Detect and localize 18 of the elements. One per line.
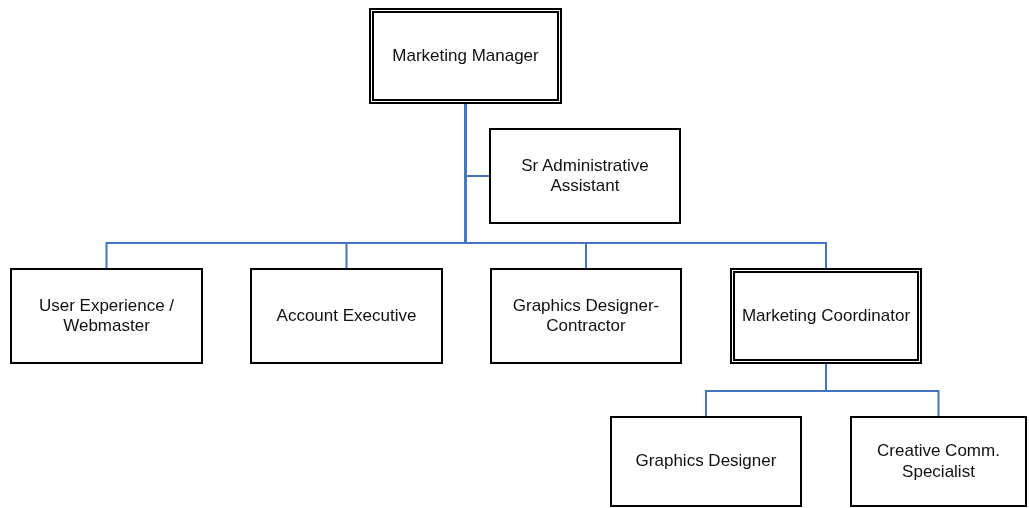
- job-title: Creative Comm. Specialist: [876, 441, 1001, 482]
- position-box: [850, 416, 1027, 507]
- job-title: Marketing Coordinator: [741, 305, 911, 327]
- position-box: [369, 8, 562, 104]
- job-title: Account Executive: [276, 305, 417, 327]
- position-box: [489, 128, 681, 224]
- job-title: Graphics Designer: [635, 451, 777, 472]
- job-title: Graphics Designer-Contractor: [511, 295, 661, 337]
- position-box: [730, 268, 922, 364]
- position-box: [250, 268, 443, 364]
- job-title: Marketing Manager: [392, 45, 539, 67]
- position-box: [10, 268, 203, 364]
- position-box: [490, 268, 682, 364]
- connector-line: [464, 103, 827, 269]
- job-title: User Experience / Webmaster: [37, 295, 176, 337]
- job-title: Sr Administrative Assistant: [520, 155, 650, 197]
- connector-line: [825, 363, 940, 417]
- position-box: [610, 416, 802, 507]
